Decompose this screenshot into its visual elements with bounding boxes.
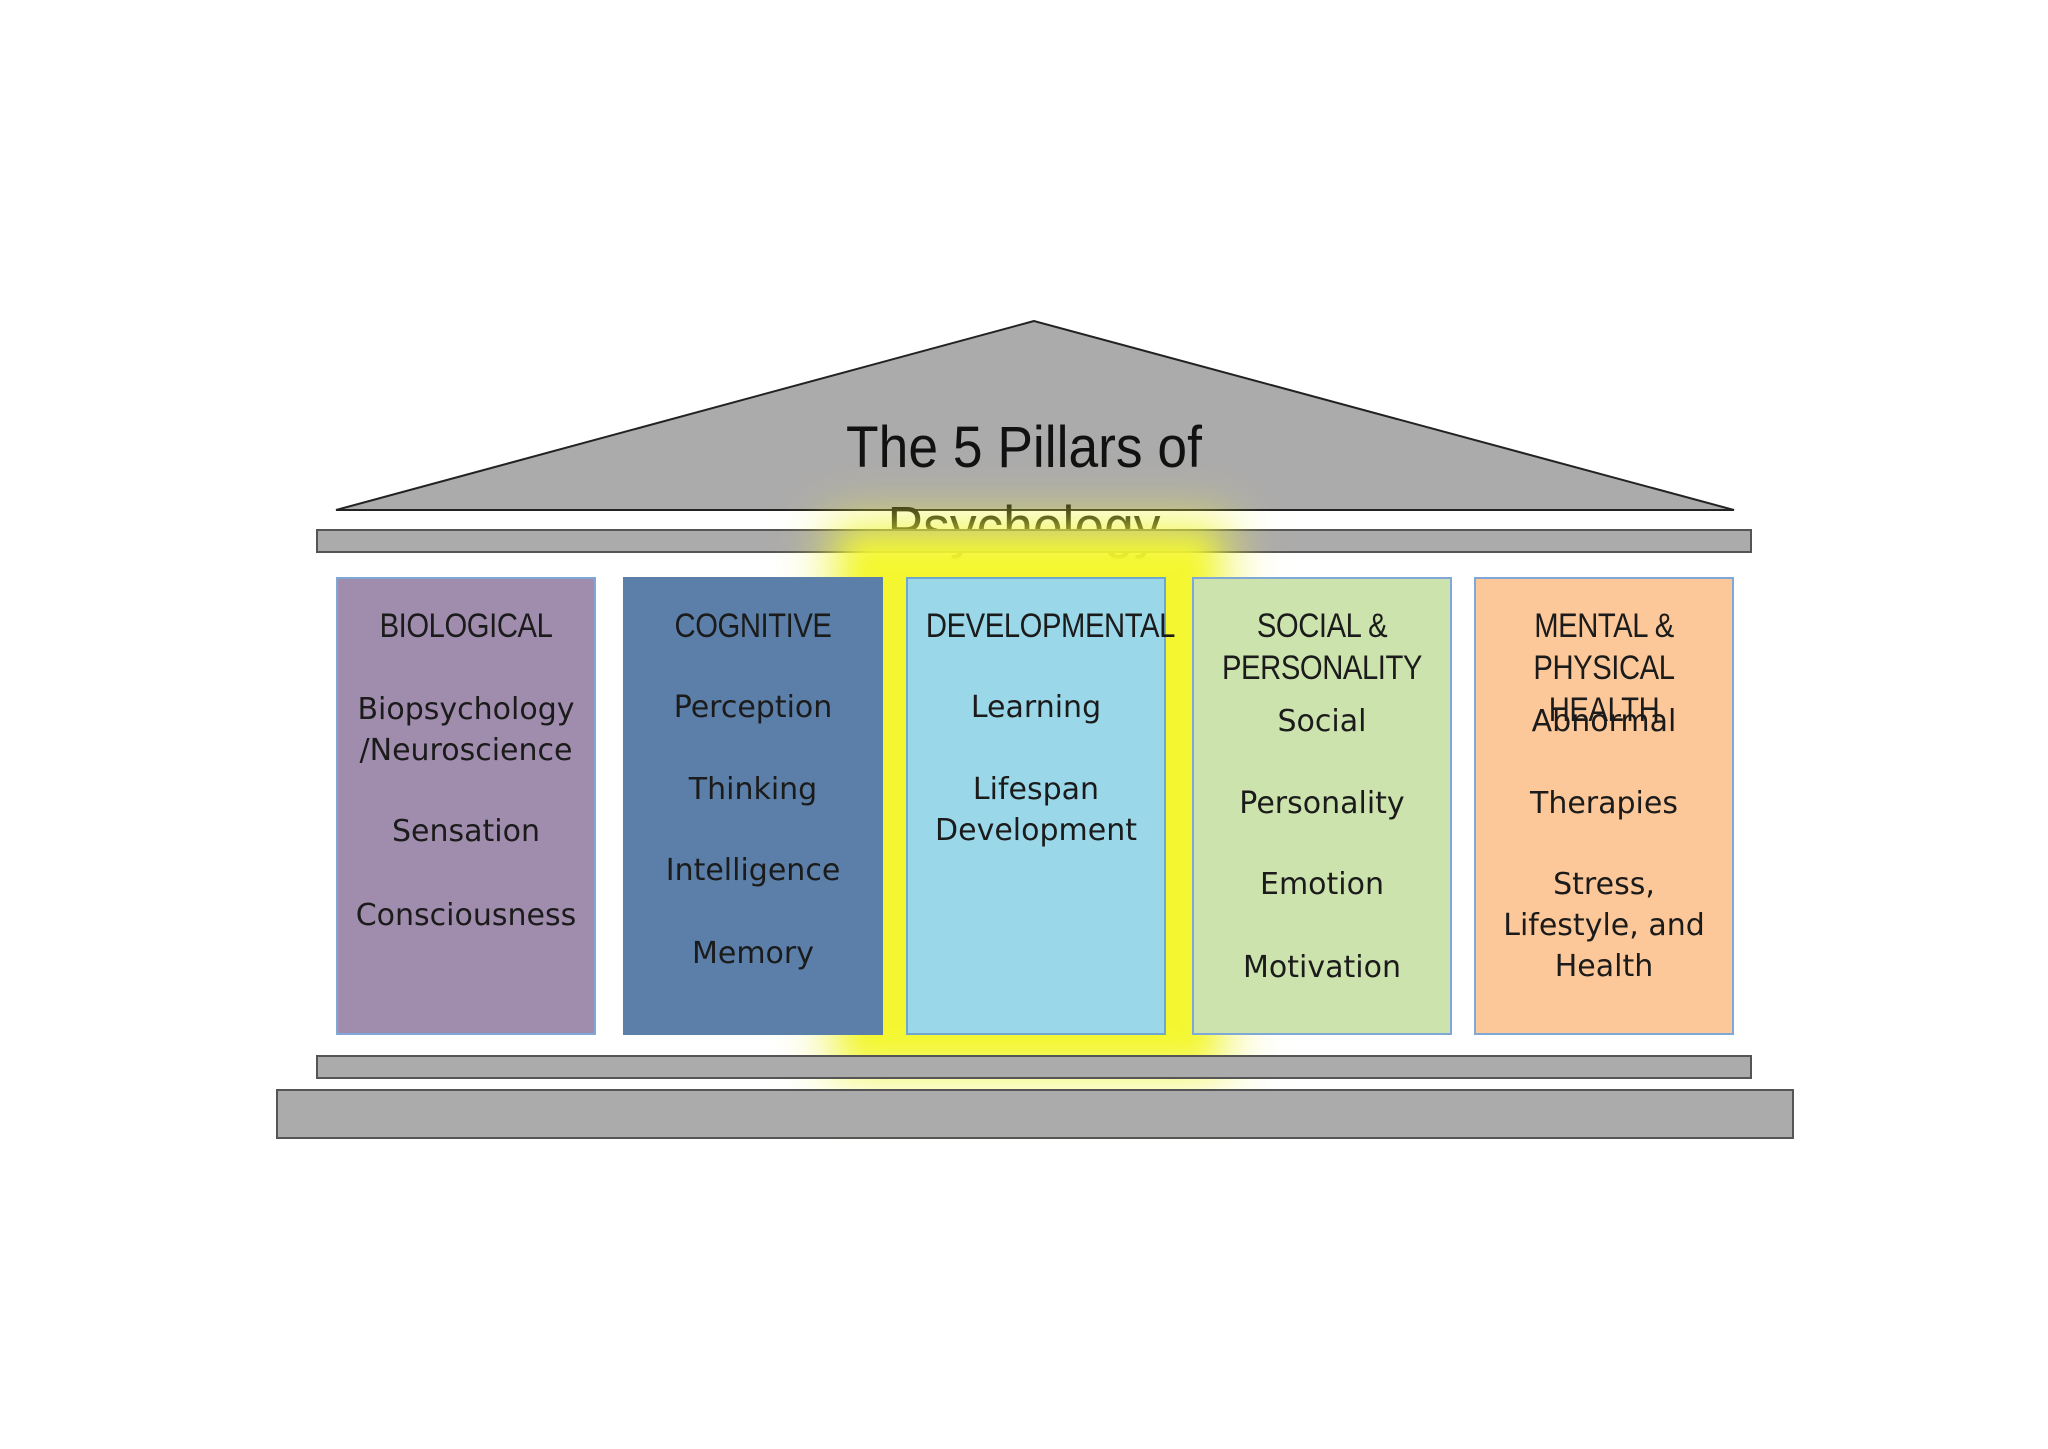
pillar-cognitive: COGNITIVE Perception Thinking Intelligen… bbox=[623, 577, 883, 1035]
pillar-item: Personality bbox=[1239, 786, 1405, 821]
roof-pediment bbox=[335, 319, 1735, 511]
pillar-item: Learning bbox=[970, 690, 1102, 725]
pillar-item: Memory bbox=[691, 936, 814, 971]
base-platform bbox=[276, 1089, 1794, 1139]
pillar-heading: DEVELOPMENTAL bbox=[925, 607, 1175, 645]
pillar-item: Intelligence bbox=[665, 853, 841, 888]
pillar-item: Emotion bbox=[1260, 867, 1384, 902]
diagram-title: The 5 Pillars of Psychology bbox=[846, 415, 1202, 560]
base-beam bbox=[316, 1055, 1752, 1079]
pillar-item: Stress, Lifestyle, and Health bbox=[1503, 867, 1705, 984]
pillar-item: Sensation bbox=[392, 814, 540, 849]
pillar-heading: COGNITIVE bbox=[674, 607, 832, 645]
pillar-heading: SOCIAL & PERSONALITY bbox=[1221, 607, 1423, 687]
pillar-heading: MENTAL & PHYSICAL HEALTH bbox=[1533, 607, 1675, 729]
pillar-item: Social bbox=[1277, 704, 1367, 739]
pillar-item: Consciousness bbox=[355, 898, 577, 933]
pillar-item: Biopsychology /Neuroscience bbox=[357, 692, 575, 768]
pillar-item: Abnormal bbox=[1531, 704, 1677, 739]
pillar-social-personality: SOCIAL & PERSONALITY Social Personality … bbox=[1192, 577, 1452, 1035]
pillar-developmental: DEVELOPMENTAL Learning Lifespan Developm… bbox=[906, 577, 1175, 1035]
pillar-heading: BIOLOGICAL bbox=[379, 607, 553, 645]
pillar-mental-physical-health: MENTAL & PHYSICAL HEALTH Abnormal Therap… bbox=[1474, 577, 1734, 1035]
pillar-item: Lifespan Development bbox=[935, 772, 1137, 848]
pillar-item: Thinking bbox=[688, 772, 818, 807]
pillar-biological: BIOLOGICAL Biopsychology /Neuroscience S… bbox=[336, 577, 596, 1035]
pillar-item: Motivation bbox=[1243, 950, 1401, 985]
pillar-item: Therapies bbox=[1530, 786, 1678, 821]
pillar-item: Perception bbox=[673, 690, 833, 725]
